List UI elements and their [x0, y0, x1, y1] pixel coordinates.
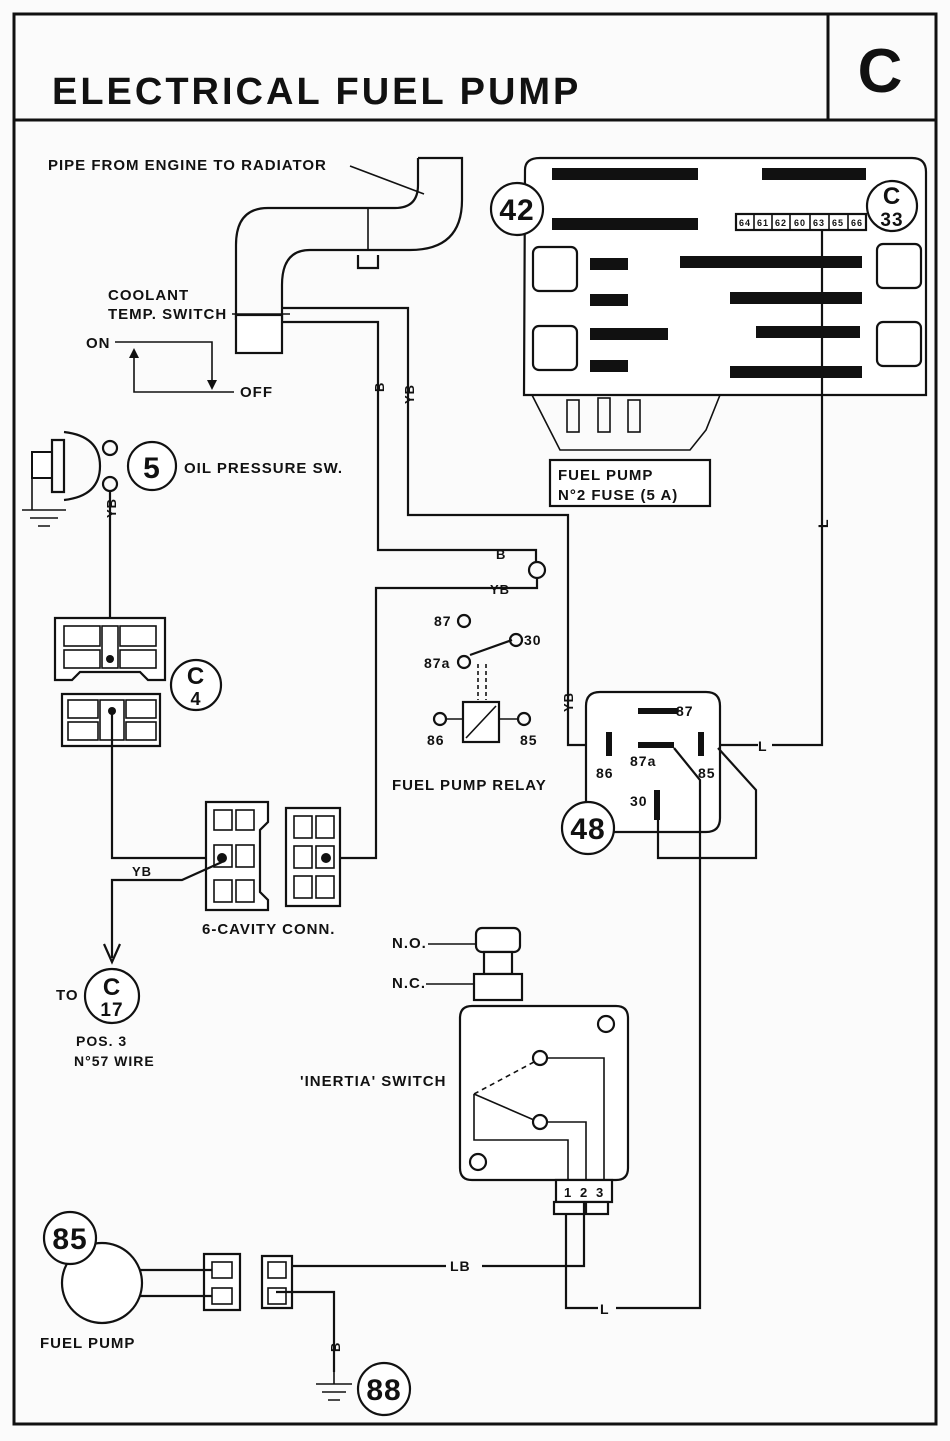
- fuel-pump-relay-schematic: [432, 613, 532, 744]
- wire-yb-oil-label: YB: [104, 498, 119, 518]
- relay-label: FUEL PUMP RELAY: [392, 777, 547, 794]
- ref-48: 48: [570, 813, 605, 846]
- ref-c17-top: C: [103, 974, 121, 1001]
- ref-c33-top: C: [883, 183, 901, 210]
- inertia-pin-3: 3: [596, 1185, 604, 1200]
- relay-pin-30: 30: [524, 632, 542, 648]
- ref-c33-circle: [865, 179, 919, 233]
- wire-lb-label: LB: [450, 1258, 471, 1274]
- off-label: OFF: [240, 384, 273, 401]
- fuse-num-0: 64: [739, 218, 751, 228]
- relay48-pin-87: 87: [676, 703, 694, 719]
- ref-c4-top: C: [187, 663, 205, 690]
- wire-l-label: L: [815, 518, 831, 528]
- six-cavity-label: 6-CAVITY CONN.: [202, 921, 335, 938]
- fuse-num-1: 61: [757, 218, 769, 228]
- wire-b-ground: [276, 1290, 336, 1372]
- ref-85: 85: [52, 1223, 87, 1256]
- wire-yb-label: YB: [402, 384, 417, 404]
- relay-pin-87: 87: [434, 613, 452, 629]
- pos-label-1: POS. 3: [76, 1033, 127, 1049]
- relay48-pin-86: 86: [596, 765, 614, 781]
- radiator-pipe: [234, 156, 464, 355]
- pos-label-2: N°57 WIRE: [74, 1053, 155, 1069]
- fuel-pump-body: [60, 1241, 144, 1325]
- ref-42-circle: [489, 181, 545, 237]
- wire-lb: [482, 1214, 586, 1268]
- wire-b-label-2: B: [496, 547, 506, 562]
- fuse-num-6: 66: [851, 218, 863, 228]
- fuse-num-2: 62: [775, 218, 787, 228]
- inertia-switch: [458, 926, 630, 1216]
- relay48-pin-30: 30: [630, 793, 648, 809]
- wire-b-ground-label: B: [328, 1342, 343, 1352]
- pipe-label: PIPE FROM ENGINE TO RADIATOR: [48, 157, 327, 174]
- oil-pressure-switch: [22, 430, 119, 527]
- wire-l-pump: [616, 747, 702, 1310]
- coolant-label-1: COOLANT: [108, 287, 189, 304]
- oil-pressure-label: OIL PRESSURE SW.: [184, 460, 343, 477]
- relay-pin-87a: 87a: [424, 655, 450, 671]
- ref-c4-bottom: 4: [190, 689, 201, 709]
- ref-5-circle: [126, 440, 178, 492]
- ref-88: 88: [366, 1374, 401, 1407]
- inertia-pin-1: 1: [564, 1185, 572, 1200]
- wire-relay-loop: [656, 747, 758, 860]
- wire-yb-b: [330, 578, 539, 860]
- on-label: ON: [86, 335, 111, 352]
- fuel-pump-label: FUEL PUMP: [40, 1335, 135, 1352]
- six-cavity-connector: [204, 800, 342, 912]
- relay-48-socket: [584, 690, 722, 834]
- ref-c4-circle: [169, 658, 223, 712]
- relay-pin-85: 85: [520, 732, 538, 748]
- fuse-num-5: 65: [832, 218, 844, 228]
- fuse-label-box: [548, 458, 712, 508]
- page-title: ELECTRICAL FUEL PUMP: [52, 71, 581, 113]
- ref-88-circle: [356, 1361, 412, 1417]
- wire-yb-c17-label: YB: [132, 864, 152, 879]
- wire-b-a: [282, 320, 538, 562]
- wire-l-a: [772, 230, 824, 747]
- pipe-leader: [349, 165, 425, 195]
- switch-on-line: [115, 341, 213, 386]
- ground-symbol: [316, 1383, 352, 1401]
- inertia-pin-2: 2: [580, 1185, 588, 1200]
- wire-l-label-2: L: [758, 738, 768, 754]
- fuse-label-1: FUEL PUMP: [558, 467, 653, 484]
- connector-c4: [53, 616, 167, 748]
- section-letter: C: [858, 37, 903, 106]
- outer-frame: [12, 12, 938, 1426]
- relay-pin-86: 86: [427, 732, 445, 748]
- relay48-pin-85: 85: [698, 765, 716, 781]
- wire-l-pump-label: L: [600, 1301, 610, 1317]
- no-label: N.O.: [392, 935, 427, 952]
- fuse-num-3: 60: [794, 218, 806, 228]
- nc-label: N.C.: [392, 975, 426, 992]
- wire-yb-c4: [110, 711, 222, 860]
- fuse-box: [522, 156, 928, 451]
- wire-yb-to-c17: [110, 860, 223, 958]
- wire-yb-label-2: YB: [490, 582, 510, 597]
- wire-yb-a: [282, 306, 608, 747]
- relay48-pin-87a: 87a: [630, 753, 656, 769]
- switch-off-line: [133, 352, 234, 393]
- ref-48-circle: [560, 800, 616, 856]
- fuse-label-2: N°2 FUSE (5 A): [558, 487, 678, 504]
- pump-connectors: [202, 1252, 294, 1312]
- to-label: TO: [56, 987, 79, 1004]
- coolant-label-2: TEMP. SWITCH: [108, 306, 227, 323]
- ref-5: 5: [143, 452, 161, 485]
- wire-b-label: B: [372, 382, 387, 392]
- ref-85-circle: [42, 1210, 98, 1266]
- fuse-num-4: 63: [813, 218, 825, 228]
- ref-c33-bottom: 33: [880, 210, 903, 231]
- inertia-label: 'INERTIA' SWITCH: [300, 1073, 446, 1090]
- fuse-number-strip: 64 61 62 60 63 65 66: [734, 212, 868, 232]
- ref-c17-circle: [83, 967, 141, 1025]
- ref-42: 42: [499, 194, 534, 227]
- wire-yb-label-3: YB: [561, 692, 576, 712]
- ref-c17-bottom: 17: [100, 1000, 123, 1021]
